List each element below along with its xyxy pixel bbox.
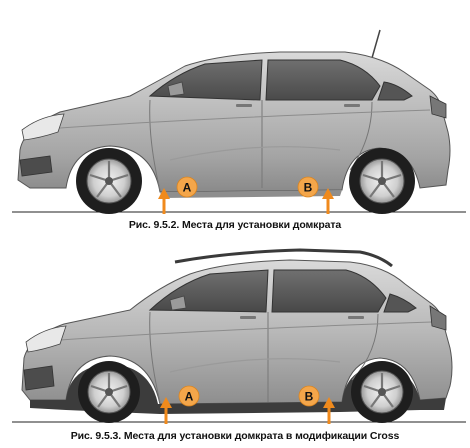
jack-point-a-label: A <box>185 390 194 404</box>
jack-point-b-label: B <box>305 390 314 404</box>
car-side-illustration: A B <box>12 29 466 214</box>
jack-point-a-marker: A <box>158 176 198 214</box>
up-arrow-icon <box>322 188 334 199</box>
up-arrow-icon <box>158 188 170 199</box>
rear-wheel-icon <box>351 361 413 423</box>
up-arrow-icon <box>323 397 335 408</box>
car-side-illustration-cross: A B <box>12 248 466 424</box>
figure-jack-points-cross: A B Рис. 9.5.3. Места для установки домк… <box>0 240 470 448</box>
figure-caption: Рис. 9.5.3. Места для установки домкрата… <box>70 430 400 442</box>
jack-point-a-marker: A <box>160 385 200 424</box>
jack-point-a-label: A <box>183 181 192 195</box>
rear-wheel-icon <box>349 148 415 214</box>
front-wheel-icon <box>78 361 140 423</box>
figure-jack-points-standard: A B Рис. 9.5.2. Места для установки домк… <box>12 29 466 231</box>
jack-point-b-label: B <box>304 181 313 195</box>
jack-point-b-marker: B <box>297 176 334 214</box>
front-wheel-icon <box>76 148 142 214</box>
up-arrow-icon <box>160 397 172 408</box>
jack-point-b-marker: B <box>298 385 335 424</box>
figure-caption: Рис. 9.5.2. Места для установки домкрата <box>128 219 342 231</box>
